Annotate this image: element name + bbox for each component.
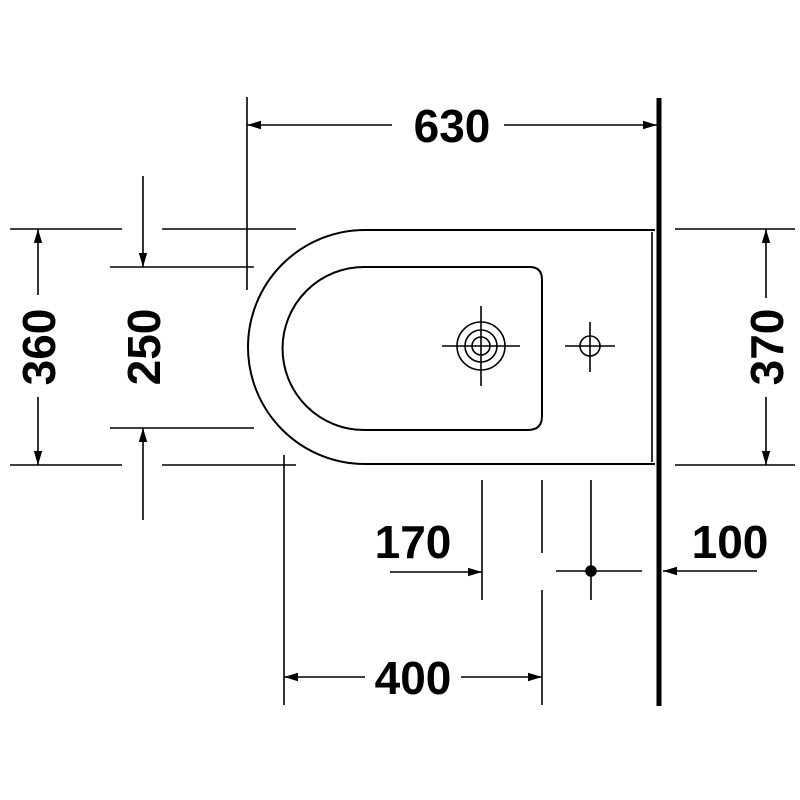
- dim-170-lines: [390, 480, 483, 600]
- tap-hole-symbol: [442, 306, 520, 386]
- dim-250-lines: [110, 176, 254, 520]
- dim-630-label: 630: [414, 100, 491, 152]
- dim-360-label: 360: [13, 309, 65, 386]
- dim-400-lines: [283, 455, 543, 705]
- bidet-outer-outline: [247, 229, 655, 465]
- dim-250-label: 250: [118, 309, 170, 386]
- dim-370-label: 370: [741, 309, 793, 386]
- dim-630-lines: [246, 97, 657, 290]
- overflow-hole-symbol: [565, 322, 615, 372]
- dim-170-label: 170: [375, 516, 452, 568]
- dim-360-lines: [10, 228, 296, 466]
- bowl-inner-outline: [281, 266, 543, 431]
- dim-100-lines: [556, 480, 757, 600]
- dim-400-label: 400: [375, 652, 452, 704]
- dim-370-lines: [675, 228, 795, 466]
- dim-100-label: 100: [692, 516, 769, 568]
